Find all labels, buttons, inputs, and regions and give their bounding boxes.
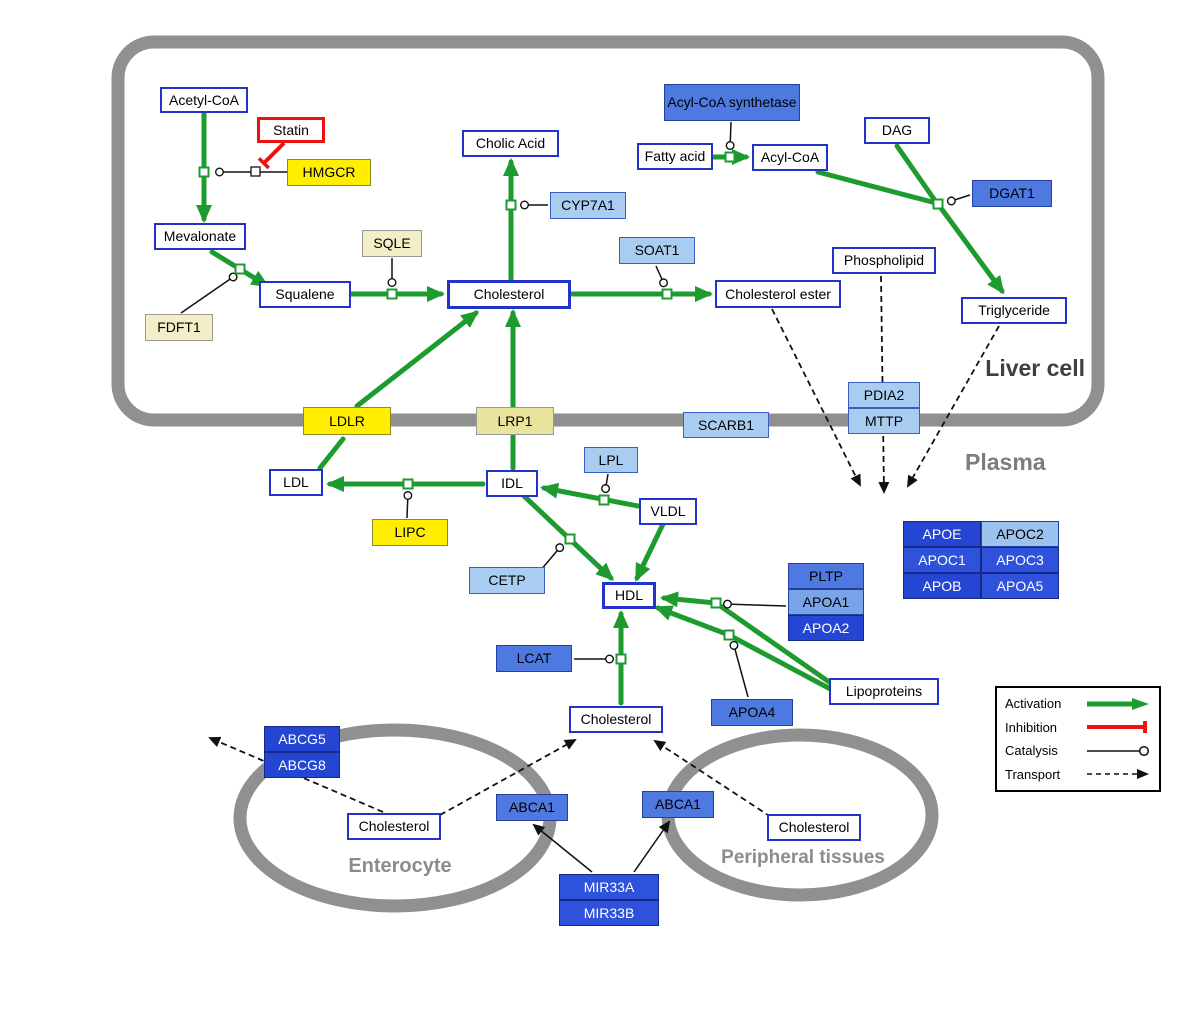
node-acyl-coa[interactable]: Acyl-CoA — [752, 144, 828, 171]
node-fdft1[interactable]: FDFT1 — [145, 314, 213, 341]
node-apoa2[interactable]: APOA2 — [788, 615, 864, 641]
legend-row-catalysis: Catalysis — [1005, 743, 1151, 758]
node-ldlr[interactable]: LDLR — [303, 407, 391, 435]
statin-inhibition-edge — [257, 141, 286, 170]
transport-dashed-arrow-icon — [1087, 769, 1149, 780]
node-cholesterol-liver[interactable]: Cholesterol — [447, 280, 571, 309]
node-vldl[interactable]: VLDL — [639, 498, 697, 525]
statin-target-anchor — [250, 166, 261, 177]
activation-edges — [196, 110, 1005, 706]
node-abcg8[interactable]: ABCG8 — [264, 752, 340, 778]
node-mir33a[interactable]: MIR33A — [559, 874, 659, 900]
node-mttp[interactable]: MTTP — [848, 408, 920, 434]
node-apoa1[interactable]: APOA1 — [788, 589, 864, 615]
node-apoc1[interactable]: APOC1 — [903, 547, 981, 573]
node-cholic-acid[interactable]: Cholic Acid — [462, 130, 559, 157]
node-cholesterol-plasma[interactable]: Cholesterol — [569, 706, 663, 733]
node-apoc2[interactable]: APOC2 — [981, 521, 1059, 547]
reaction-squares — [198, 151, 944, 665]
node-fatty-acid[interactable]: Fatty acid — [637, 143, 713, 170]
node-statin[interactable]: Statin — [257, 117, 325, 143]
node-apoa4[interactable]: APOA4 — [711, 699, 793, 726]
node-hmgcr[interactable]: HMGCR — [287, 159, 371, 186]
node-lipoproteins[interactable]: Lipoproteins — [829, 678, 939, 705]
node-soat1[interactable]: SOAT1 — [619, 237, 695, 264]
transport-edges — [208, 275, 1000, 818]
inhibition-tbar-icon — [1087, 721, 1147, 734]
regulation-edges — [532, 820, 671, 873]
node-cetp[interactable]: CETP — [469, 567, 545, 594]
catalysis-circle-icon — [1087, 745, 1150, 756]
legend: Activation Inhibition Catalysis Transpor… — [995, 686, 1161, 792]
legend-row-inhibition: Inhibition — [1005, 720, 1151, 735]
node-pltp[interactable]: PLTP — [788, 563, 864, 589]
node-acyl-coa-synthetase[interactable]: Acyl-CoA synthetase — [664, 84, 800, 121]
node-cyp7a1[interactable]: CYP7A1 — [550, 192, 626, 219]
legend-inhibition-label: Inhibition — [1005, 719, 1058, 735]
node-hdl[interactable]: HDL — [602, 582, 656, 609]
legend-transport-label: Transport — [1005, 766, 1061, 782]
peripheral-tissues-label: Peripheral tissues — [721, 847, 885, 868]
node-scarb1[interactable]: SCARB1 — [683, 412, 769, 438]
node-cholesterol-peripheral[interactable]: Cholesterol — [767, 814, 861, 841]
node-cholesterol-ester[interactable]: Cholesterol ester — [715, 280, 841, 308]
liver-cell-label: Liver cell — [985, 355, 1085, 381]
catalysis-edges — [180, 121, 971, 698]
node-lcat[interactable]: LCAT — [496, 645, 572, 672]
node-lrp1[interactable]: LRP1 — [476, 407, 554, 435]
node-mir33b[interactable]: MIR33B — [559, 900, 659, 926]
node-apoa5[interactable]: APOA5 — [981, 573, 1059, 599]
node-apoc3[interactable]: APOC3 — [981, 547, 1059, 573]
node-triglyceride[interactable]: Triglyceride — [961, 297, 1067, 324]
plasma-label: Plasma — [965, 449, 1046, 475]
legend-row-transport: Transport — [1005, 767, 1151, 782]
node-idl[interactable]: IDL — [486, 470, 538, 497]
node-mevalonate[interactable]: Mevalonate — [154, 223, 246, 250]
node-abcg5[interactable]: ABCG5 — [264, 726, 340, 752]
activation-arrow-icon — [1087, 697, 1149, 710]
node-abca1-left[interactable]: ABCA1 — [496, 794, 568, 821]
node-phospholipid[interactable]: Phospholipid — [832, 247, 936, 274]
node-pdia2[interactable]: PDIA2 — [848, 382, 920, 408]
node-apoe[interactable]: APOE — [903, 521, 981, 547]
node-lpl[interactable]: LPL — [584, 447, 638, 473]
node-squalene[interactable]: Squalene — [259, 281, 351, 308]
liver-cell-membrane — [111, 35, 1105, 427]
legend-activation-label: Activation — [1005, 696, 1062, 712]
node-sqle[interactable]: SQLE — [362, 230, 422, 257]
node-cholesterol-enterocyte[interactable]: Cholesterol — [347, 813, 441, 840]
legend-catalysis-label: Catalysis — [1005, 743, 1058, 759]
node-abca1-right[interactable]: ABCA1 — [642, 791, 714, 818]
node-lipc[interactable]: LIPC — [372, 519, 448, 546]
node-dag[interactable]: DAG — [864, 117, 930, 144]
node-ldl[interactable]: LDL — [269, 469, 323, 496]
legend-row-activation: Activation — [1005, 696, 1151, 711]
node-acetyl-coa[interactable]: Acetyl-CoA — [160, 87, 248, 113]
enterocyte-label: Enterocyte — [348, 855, 452, 877]
node-apob[interactable]: APOB — [903, 573, 981, 599]
node-dgat1[interactable]: DGAT1 — [972, 180, 1052, 207]
